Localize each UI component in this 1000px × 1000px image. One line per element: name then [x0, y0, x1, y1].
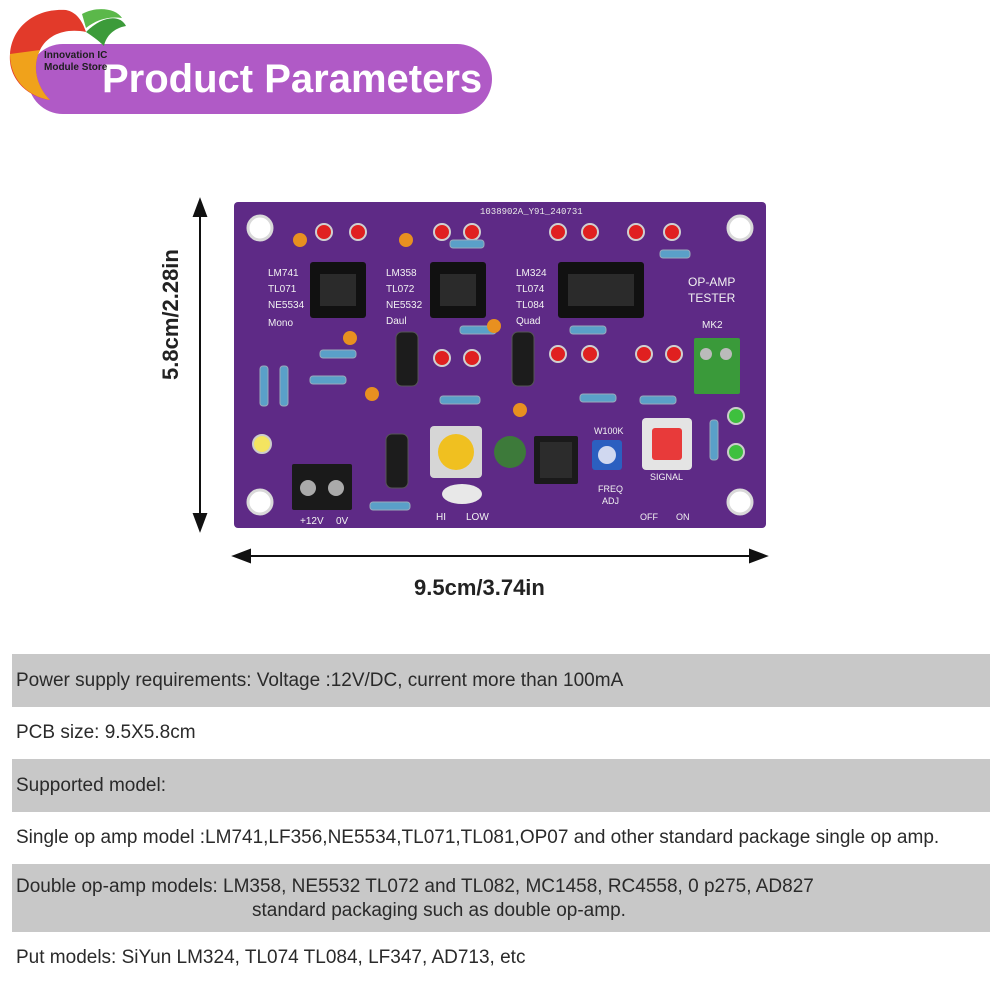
silk-power-zero: 0V — [336, 516, 349, 527]
silk-power-plus: +12V — [300, 516, 324, 527]
ic-socket-mono — [310, 262, 366, 318]
silk-adj: ADJ — [602, 496, 619, 506]
spec-table: Power supply requirements: Voltage :12V/… — [12, 654, 990, 984]
mounting-holes — [246, 214, 754, 516]
width-arrow — [231, 548, 769, 564]
board-code: 1038902A_Y91_240731 — [480, 207, 583, 217]
silk-dual-4: Daul — [386, 316, 407, 327]
ic-socket-quad — [558, 262, 644, 318]
inductor — [494, 436, 526, 468]
silk-mono-3: NE5534 — [268, 300, 305, 311]
height-dimension-label: 5.8cm/2.28in — [158, 249, 183, 380]
spec-row-pcb-size: PCB size: 9.5X5.8cm — [12, 707, 990, 759]
green-leds — [727, 407, 745, 461]
spec-single-text: Single op amp model :LM741,LF356,NE5534,… — [16, 827, 940, 848]
store-logo: Innovation IC Module Store — [6, 6, 126, 102]
ic-socket-dual — [430, 262, 486, 318]
silk-hi: HI — [436, 512, 446, 523]
silk-low: LOW — [466, 512, 489, 523]
spec-double-line-1: Double op-amp models: LM358, NE5532 TL07… — [16, 876, 814, 897]
timer-ic — [534, 436, 578, 484]
pcb-illustration: 1038902A_Y91_240731 LM741 TL071 NE5534 M… — [192, 197, 769, 564]
spec-row-quad: Put models: SiYun LM324, TL074 TL084, LF… — [12, 932, 990, 984]
silk-tester-1: OP-AMP — [688, 275, 735, 289]
spec-pcb-size-text: PCB size: 9.5X5.8cm — [16, 722, 196, 743]
silk-quad-3: TL084 — [516, 300, 545, 311]
spec-quad-text: Put models: SiYun LM324, TL074 TL084, LF… — [16, 947, 526, 968]
header-banner: Product Parameters — [28, 44, 492, 114]
led-row-middle — [433, 345, 683, 367]
height-arrow — [192, 197, 208, 533]
silk-on: ON — [676, 512, 690, 522]
silk-dual-3: NE5532 — [386, 300, 423, 311]
output-terminal — [694, 338, 740, 394]
glass-led — [442, 484, 482, 504]
silk-dual-2: TL072 — [386, 284, 415, 295]
silk-mono-1: LM741 — [268, 268, 299, 279]
spec-power-text: Power supply requirements: Voltage :12V/… — [16, 669, 624, 691]
frequency-trimmer — [592, 440, 622, 470]
led-row-top — [315, 223, 681, 241]
electrolytic-capacitors — [385, 331, 535, 489]
silk-quad-1: LM324 — [516, 268, 547, 279]
power-led — [252, 434, 272, 454]
silk-dual-1: LM358 — [386, 268, 417, 279]
power-terminal — [292, 464, 352, 510]
silk-mono-4: Mono — [268, 318, 293, 329]
store-logo-icon — [9, 9, 126, 101]
resistors — [259, 239, 719, 511]
signal-button — [642, 418, 692, 470]
logo-line-2: Module Store — [44, 62, 108, 73]
spec-supported-text: Supported model: — [16, 774, 166, 796]
range-button — [430, 426, 482, 478]
silk-quad-2: TL074 — [516, 284, 545, 295]
silk-tester-2: TESTER — [688, 291, 736, 305]
logo-line-1: Innovation IC — [44, 50, 108, 61]
silk-signal: SIGNAL — [650, 472, 683, 482]
spec-row-double: Double op-amp models: LM358, NE5532 TL07… — [12, 864, 990, 932]
width-dimension-label: 9.5cm/3.74in — [414, 575, 545, 600]
spec-double-line-2: standard packaging such as double op-amp… — [252, 900, 626, 921]
silk-pot: W100K — [594, 426, 624, 436]
ceramic-capacitors — [293, 233, 527, 417]
silk-mk2: MK2 — [702, 320, 723, 331]
silk-off: OFF — [640, 512, 658, 522]
spec-row-supported: Supported model: — [12, 759, 990, 812]
logo-text: Innovation IC Module Store — [44, 50, 140, 74]
spec-row-power: Power supply requirements: Voltage :12V/… — [12, 654, 990, 707]
spec-row-single: Single op amp model :LM741,LF356,NE5534,… — [12, 812, 990, 864]
silk-mono-2: TL071 — [268, 284, 297, 295]
silk-freq: FREQ — [598, 484, 623, 494]
silk-quad-4: Quad — [516, 316, 540, 327]
page-title: Product Parameters — [102, 57, 482, 101]
